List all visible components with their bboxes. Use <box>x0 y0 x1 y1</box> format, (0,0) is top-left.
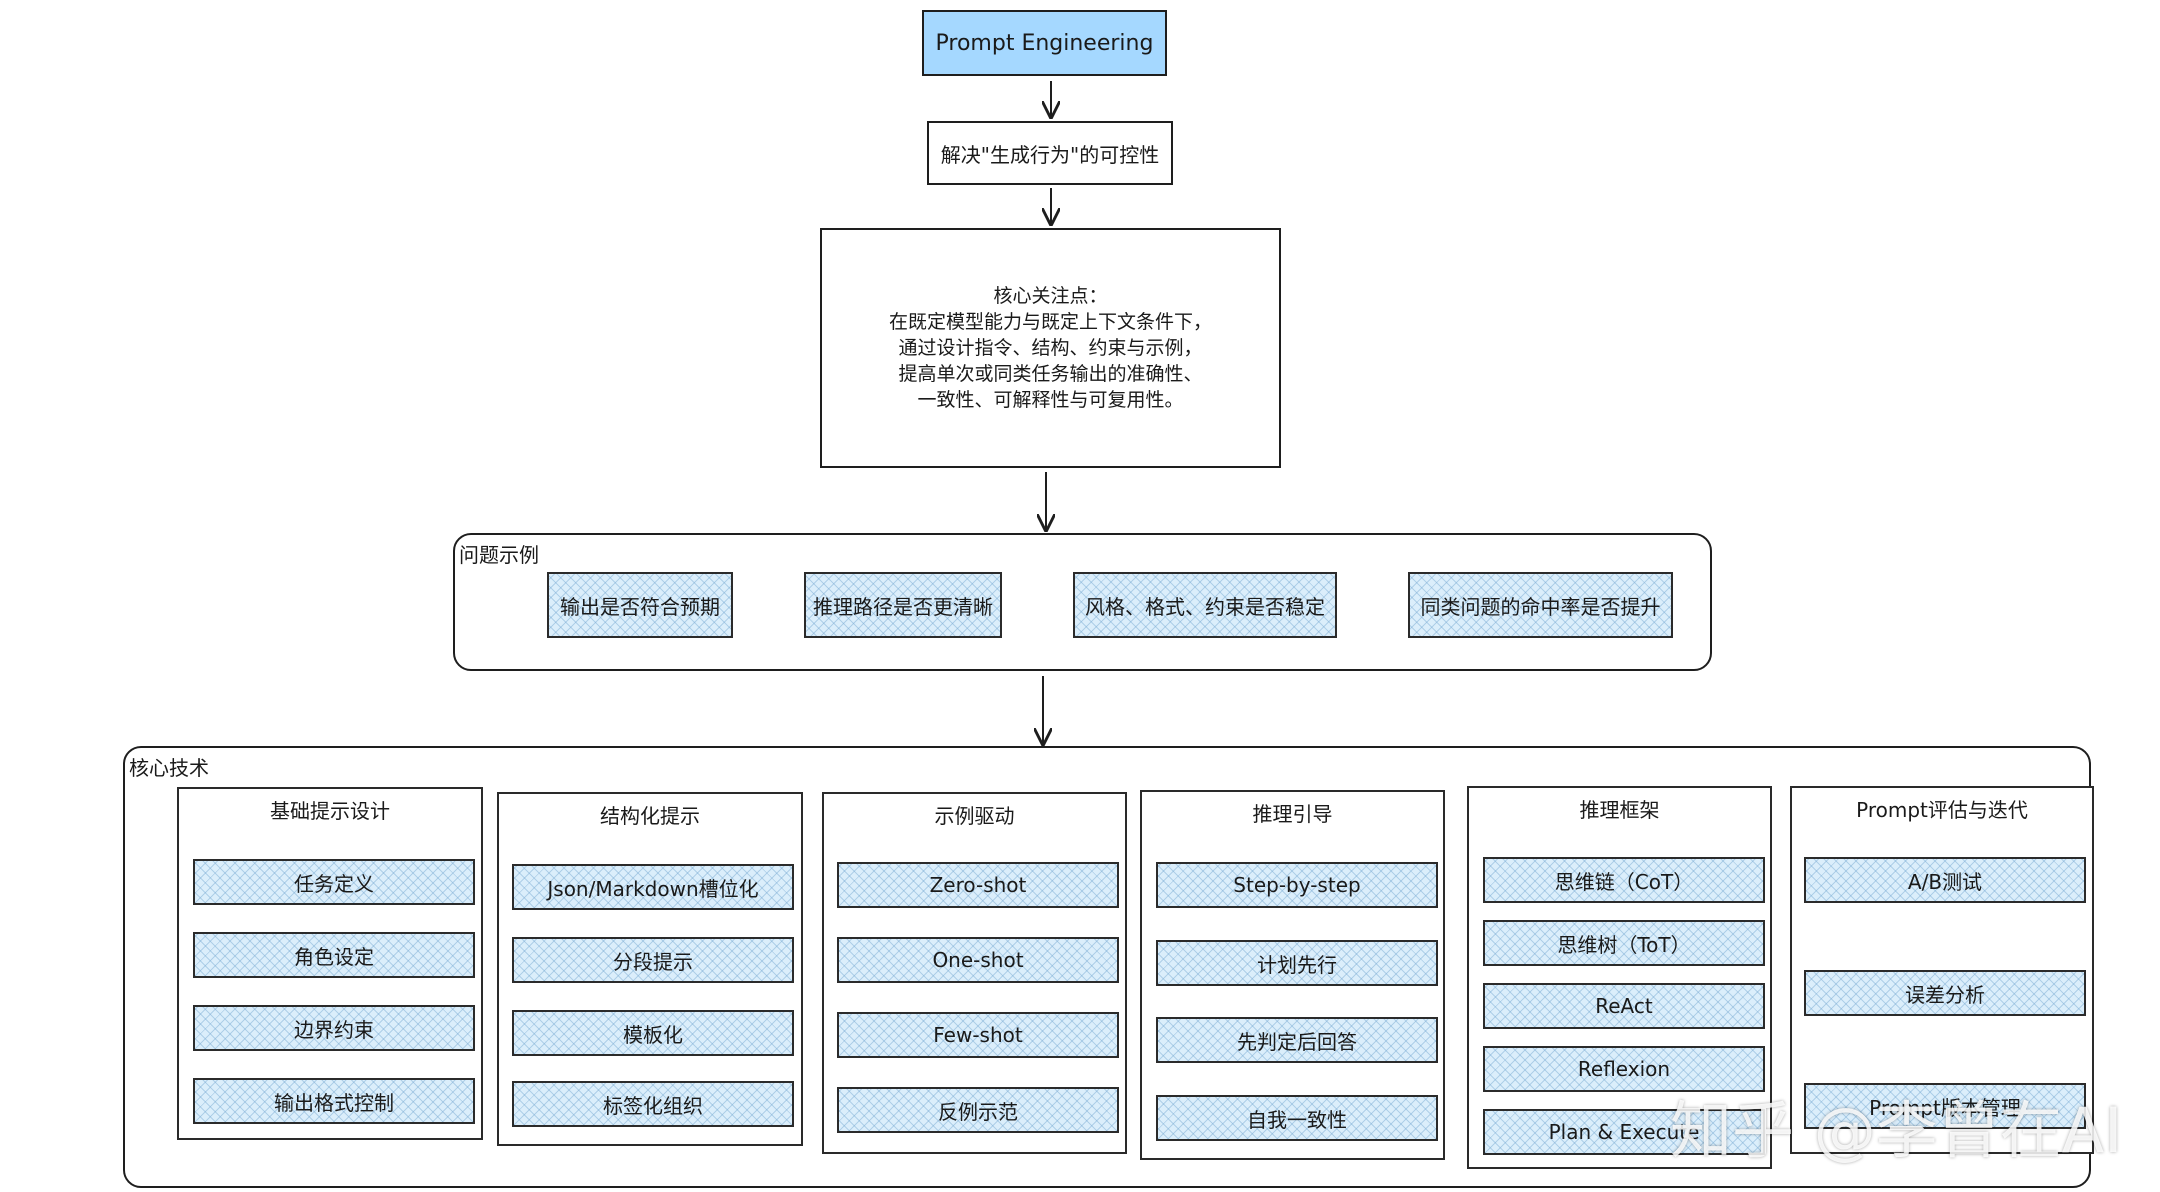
technique-column-reasoning-framework: 推理框架 <box>1467 786 1772 1169</box>
watermark: 知乎 @李曾在AI <box>1670 1094 2123 1167</box>
goal-label: 解决"生成行为"的可控性 <box>940 142 1160 167</box>
problem-item: 风格、格式、约束是否稳定 <box>1073 572 1337 638</box>
technique-item: ReAct <box>1483 983 1765 1029</box>
core-focus-text: 核心关注点： 在既定模型能力与既定上下文条件下， 通过设计指令、结构、约束与示例… <box>889 283 1212 413</box>
core-focus-line: 通过设计指令、结构、约束与示例， <box>898 337 1203 359</box>
root-label: Prompt Engineering <box>935 30 1154 56</box>
technique-item: 输出格式控制 <box>193 1078 475 1124</box>
technique-item: Few-shot <box>837 1012 1119 1058</box>
technique-item: 思维树（ToT） <box>1483 920 1765 966</box>
core-focus-node: 核心关注点： 在既定模型能力与既定上下文条件下， 通过设计指令、结构、约束与示例… <box>820 228 1281 468</box>
column-title: 结构化提示 <box>600 804 700 828</box>
technique-item: 思维链（CoT） <box>1483 857 1765 903</box>
technique-item: Json/Markdown槽位化 <box>512 864 794 910</box>
technique-item: 标签化组织 <box>512 1081 794 1127</box>
column-title: 推理框架 <box>1579 798 1660 822</box>
technique-item: 边界约束 <box>193 1005 475 1051</box>
core-focus-heading: 核心关注点： <box>993 285 1108 307</box>
goal-node: 解决"生成行为"的可控性 <box>927 121 1173 185</box>
technique-item: Reflexion <box>1483 1046 1765 1092</box>
technique-item: 模板化 <box>512 1010 794 1056</box>
technique-item: 误差分析 <box>1804 970 2086 1016</box>
problem-item: 同类问题的命中率是否提升 <box>1408 572 1673 638</box>
column-title: 推理引导 <box>1252 802 1333 826</box>
problems-frame: 问题示例 <box>453 533 1712 671</box>
column-title: 示例驱动 <box>934 804 1015 828</box>
technique-item: Zero-shot <box>837 862 1119 908</box>
technique-item: 反例示范 <box>837 1087 1119 1133</box>
technique-item: 任务定义 <box>193 859 475 905</box>
technique-item: Step-by-step <box>1156 862 1438 908</box>
technique-item: 自我一致性 <box>1156 1095 1438 1141</box>
technique-item: A/B测试 <box>1804 857 2086 903</box>
techniques-label: 核心技术 <box>129 756 209 780</box>
technique-item: 角色设定 <box>193 932 475 978</box>
technique-item: One-shot <box>837 937 1119 983</box>
root-node: Prompt Engineering <box>922 10 1167 76</box>
core-focus-line: 一致性、可解释性与可复用性。 <box>917 389 1184 411</box>
technique-item: 计划先行 <box>1156 940 1438 986</box>
column-title: Prompt评估与迭代 <box>1856 798 2028 822</box>
technique-item: Prompt版本管理 <box>1804 1083 2086 1129</box>
core-focus-line: 提高单次或同类任务输出的准确性、 <box>898 363 1203 385</box>
technique-item: Plan & Execute <box>1483 1109 1765 1155</box>
problems-label: 问题示例 <box>459 543 539 567</box>
problem-item: 输出是否符合预期 <box>547 572 733 638</box>
technique-item: 先判定后回答 <box>1156 1017 1438 1063</box>
problem-item: 推理路径是否更清晰 <box>804 572 1002 638</box>
technique-item: 分段提示 <box>512 937 794 983</box>
core-focus-line: 在既定模型能力与既定上下文条件下， <box>888 311 1212 333</box>
column-title: 基础提示设计 <box>270 799 390 823</box>
